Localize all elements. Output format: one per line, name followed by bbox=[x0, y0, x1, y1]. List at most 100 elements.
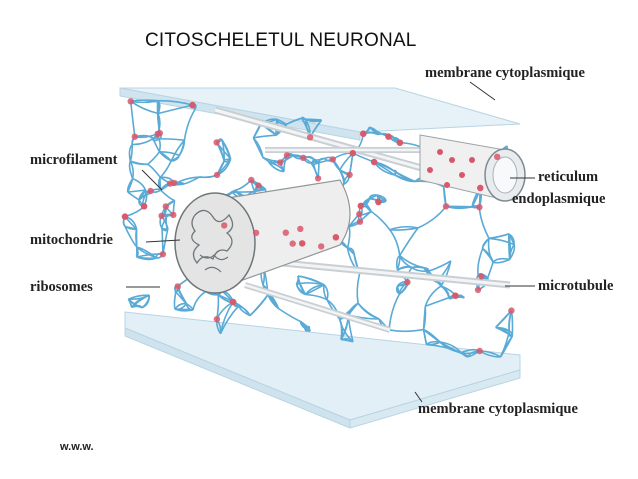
ribosome bbox=[370, 158, 378, 166]
microfilament-strand bbox=[459, 295, 465, 299]
microfilament-strand bbox=[422, 306, 427, 330]
label-microfilament: microfilament bbox=[30, 152, 118, 168]
ribosome bbox=[360, 130, 367, 137]
ribosome bbox=[442, 203, 450, 210]
microfilament-strand bbox=[426, 343, 462, 354]
microfilament-strand bbox=[183, 176, 200, 185]
microfilament-strand bbox=[295, 283, 306, 296]
ribosome bbox=[248, 176, 255, 184]
microfilament-strand bbox=[129, 160, 135, 179]
ribosome bbox=[283, 152, 291, 159]
label-membrane-bottom: membrane cytoplasmique bbox=[418, 401, 578, 417]
ribosome bbox=[170, 179, 177, 187]
microfilament-strand bbox=[157, 100, 161, 114]
microfilament-strand bbox=[159, 151, 172, 162]
ribosome bbox=[476, 204, 483, 211]
microfilament-strand bbox=[495, 326, 513, 337]
microfilament-strand bbox=[277, 307, 301, 323]
microfilament-strand bbox=[136, 246, 157, 259]
microfilament-strand bbox=[126, 178, 134, 193]
microfilament-strand bbox=[439, 341, 462, 354]
ribosome bbox=[356, 210, 363, 218]
leader-mitochondrie bbox=[145, 239, 181, 243]
ribosome bbox=[131, 133, 138, 140]
ribosome bbox=[158, 212, 165, 219]
microfilament-strand bbox=[129, 101, 136, 137]
ribosome bbox=[404, 279, 411, 286]
label-mitochondrie: mitochondrie bbox=[30, 232, 113, 248]
microfilament-strand bbox=[394, 174, 416, 183]
microfilament-strand bbox=[253, 134, 277, 139]
microfilament-strand bbox=[262, 156, 270, 164]
ribosome bbox=[289, 240, 296, 247]
page-title: CITOSCHELETUL NEURONAL bbox=[145, 30, 417, 51]
ribosome bbox=[252, 229, 260, 236]
microfilament-strand bbox=[399, 254, 425, 269]
microfilament-strand bbox=[158, 138, 185, 141]
ribosome bbox=[170, 211, 177, 219]
microfilament-strand bbox=[159, 160, 172, 178]
microfilament-strand bbox=[477, 248, 484, 275]
leader-membrane-top bbox=[469, 81, 496, 101]
microfilament-strand bbox=[436, 281, 443, 287]
microfilament-strand bbox=[183, 108, 197, 141]
ribosome bbox=[476, 347, 483, 355]
microfilament-strand bbox=[262, 284, 280, 309]
microfilament-strand bbox=[127, 191, 140, 201]
ribosome bbox=[121, 213, 129, 220]
microfilament-strand bbox=[487, 238, 494, 263]
microfilament-strand bbox=[305, 293, 328, 301]
ribosome bbox=[213, 139, 220, 146]
microfilament-strand bbox=[307, 328, 311, 332]
ribosome bbox=[282, 229, 289, 236]
ribosome bbox=[477, 184, 484, 192]
microfilament-strand bbox=[357, 302, 380, 320]
microfilament-strand bbox=[347, 302, 359, 316]
microfilament-strand bbox=[138, 189, 146, 201]
microfilament-strand bbox=[221, 139, 226, 161]
microfilament-strand bbox=[440, 285, 450, 298]
reticulum-endoplasmique bbox=[419, 134, 526, 202]
ribosome bbox=[300, 154, 307, 161]
microfilament-strand bbox=[492, 257, 510, 263]
microfilament-strand bbox=[128, 143, 133, 162]
microfilament-strand bbox=[130, 99, 158, 103]
ribosome bbox=[375, 198, 382, 206]
microfilament-strand bbox=[268, 161, 285, 173]
leader-microfilament bbox=[141, 169, 163, 191]
microfilament-strand bbox=[147, 151, 161, 165]
ribosome bbox=[329, 156, 336, 163]
ribosome bbox=[356, 218, 364, 225]
microfilament-strand bbox=[507, 233, 511, 260]
microfilament-strand bbox=[389, 227, 419, 231]
microfilament-strand bbox=[399, 227, 419, 257]
microfilament-strand bbox=[178, 140, 186, 156]
ribosome-cluster bbox=[121, 98, 515, 355]
ribosome bbox=[299, 240, 306, 247]
ribosome bbox=[127, 98, 134, 105]
ribosome bbox=[174, 283, 181, 290]
microfilament-strand bbox=[346, 226, 351, 249]
microfilament-strand bbox=[389, 225, 419, 231]
microfilament-strand bbox=[147, 163, 161, 178]
microfilament-strand bbox=[192, 290, 207, 311]
microfilament-strand bbox=[301, 117, 322, 121]
label-microtubule: microtubule bbox=[538, 278, 614, 294]
microfilament-strand bbox=[356, 273, 361, 304]
ribosome bbox=[332, 234, 340, 241]
leader-membrane-bottom bbox=[414, 391, 423, 403]
ribosome bbox=[349, 150, 356, 157]
microfilament-strand bbox=[397, 266, 413, 271]
ribosome bbox=[474, 286, 482, 294]
ribosome bbox=[494, 153, 501, 160]
microfilament-strand bbox=[141, 295, 151, 309]
ribosome bbox=[213, 171, 221, 179]
ribosome bbox=[229, 298, 237, 306]
microfilament-strand bbox=[249, 294, 269, 317]
ribosome bbox=[156, 130, 163, 137]
ribosome bbox=[357, 202, 364, 210]
ribosome bbox=[189, 101, 196, 109]
microfilament-strand bbox=[425, 296, 450, 308]
microfilament-strand bbox=[424, 285, 442, 307]
ribosome bbox=[221, 222, 228, 229]
